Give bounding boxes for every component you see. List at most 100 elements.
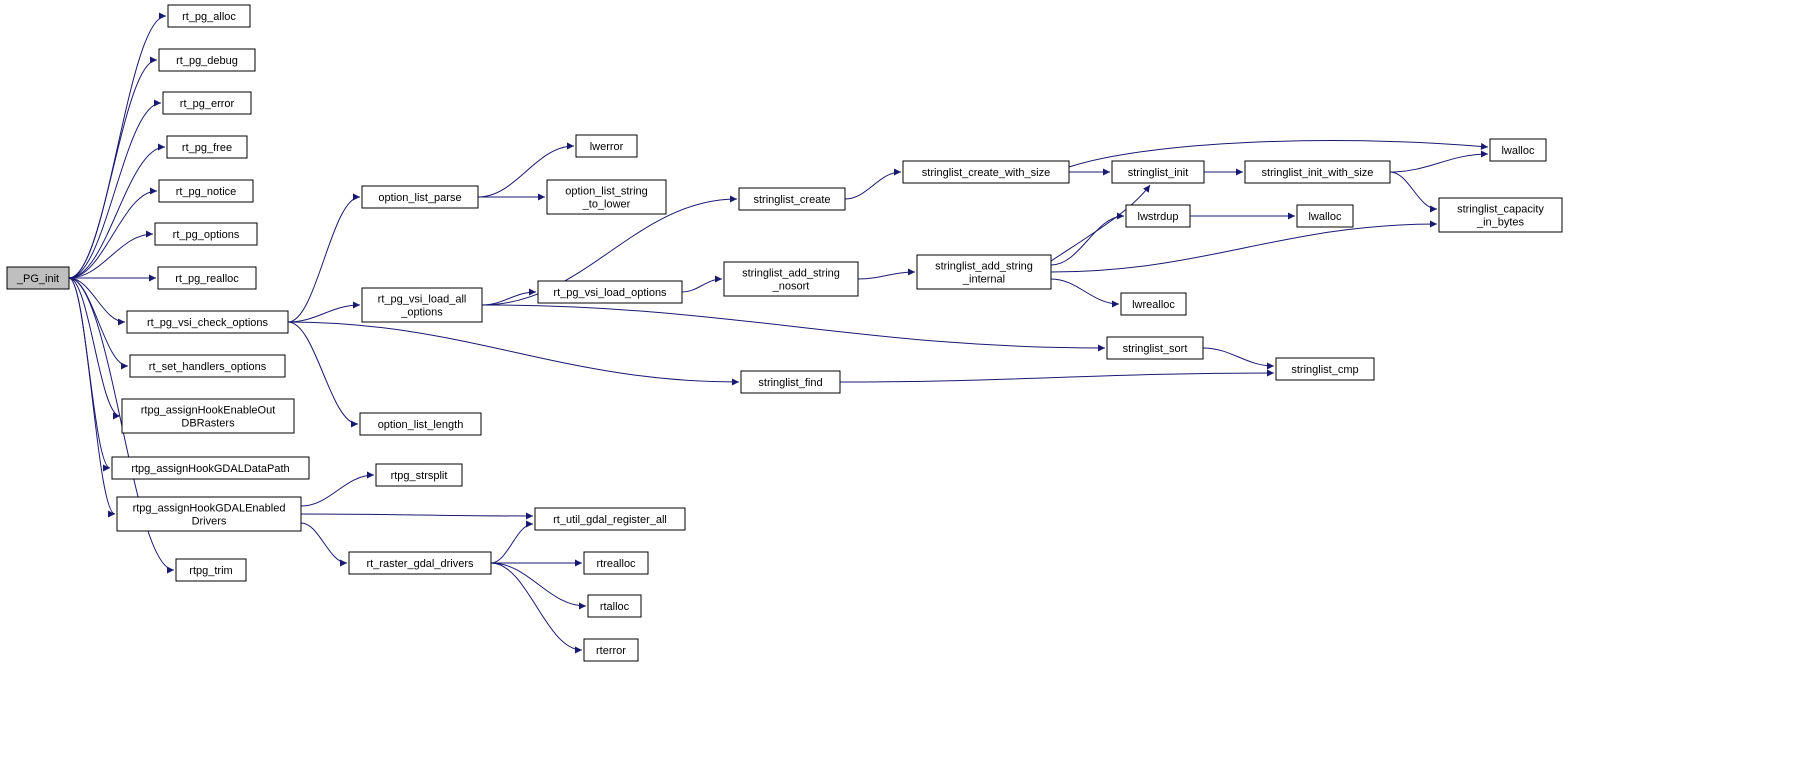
node-box-stringlist_add_string_internal[interactable] <box>916 254 1052 290</box>
node-stringlist_init[interactable]: stringlist_init <box>1111 160 1205 184</box>
node-box-rt_pg_realloc[interactable] <box>157 266 257 290</box>
node-box-stringlist_sort[interactable] <box>1106 336 1204 360</box>
node-stringlist_create[interactable]: stringlist_create <box>738 187 846 211</box>
node-box-rtpg_strsplit[interactable] <box>375 463 463 487</box>
node-lwerror[interactable]: lwerror <box>575 134 638 158</box>
edge-_PG_init-to-rt_pg_error <box>68 99 162 279</box>
node-lwstrdup[interactable]: lwstrdup <box>1125 204 1191 228</box>
node-_PG_init[interactable]: _PG_init <box>6 266 70 290</box>
node-box-rt_pg_free[interactable] <box>166 135 248 159</box>
node-rt_pg_vsi_load_all_options[interactable]: rt_pg_vsi_load_all_options <box>361 287 483 323</box>
node-label-_PG_init: _PG_init <box>16 273 59 285</box>
node-box-lwstrdup[interactable] <box>1125 204 1191 228</box>
node-box-lwrealloc[interactable] <box>1120 292 1187 316</box>
edge-_PG_init-to-rt_pg_debug <box>68 56 158 279</box>
node-lwalloc_top[interactable]: lwalloc <box>1489 138 1547 162</box>
node-box-option_list_parse[interactable] <box>361 185 479 209</box>
node-option_list_length[interactable]: option_list_length <box>359 412 482 436</box>
node-box-rt_raster_gdal_drivers[interactable] <box>348 551 492 575</box>
edge-stringlist_create-to-stringlist_create_with_size <box>844 168 902 200</box>
node-rt_raster_gdal_drivers[interactable]: rt_raster_gdal_drivers <box>348 551 492 575</box>
node-rt_pg_vsi_check_options[interactable]: rt_pg_vsi_check_options <box>126 310 289 334</box>
node-box-stringlist_create[interactable] <box>738 187 846 211</box>
node-rt_pg_alloc[interactable]: rt_pg_alloc <box>167 4 251 28</box>
node-stringlist_find[interactable]: stringlist_find <box>740 370 841 394</box>
node-rtpg_trim[interactable]: rtpg_trim <box>175 558 247 582</box>
node-box-stringlist_find[interactable] <box>740 370 841 394</box>
node-option_list_string_to_lower[interactable]: option_list_string_to_lower <box>546 179 667 215</box>
node-box-rt_pg_alloc[interactable] <box>167 4 251 28</box>
node-stringlist_sort[interactable]: stringlist_sort <box>1106 336 1204 360</box>
node-rterror[interactable]: rterror <box>583 638 639 662</box>
node-box-rtpg_assignHookGDALDataPath[interactable] <box>111 456 310 480</box>
node-box-stringlist_init_with_size[interactable] <box>1244 160 1391 184</box>
node-box-rt_pg_error[interactable] <box>162 91 252 115</box>
node-label-rt_pg_alloc: rt_pg_alloc <box>182 11 236 23</box>
node-option_list_parse[interactable]: option_list_parse <box>361 185 479 209</box>
node-box-lwerror[interactable] <box>575 134 638 158</box>
node-box-rterror[interactable] <box>583 638 639 662</box>
edge-_PG_init-to-rt_pg_options <box>68 230 154 279</box>
node-rt_util_gdal_register_all[interactable]: rt_util_gdal_register_all <box>534 507 686 531</box>
node-stringlist_add_string_nosort[interactable]: stringlist_add_string_nosort <box>723 261 859 297</box>
node-rt_pg_free[interactable]: rt_pg_free <box>166 135 248 159</box>
node-rtrealloc[interactable]: rtrealloc <box>583 551 649 575</box>
node-box-stringlist_capacity_in_bytes[interactable] <box>1438 197 1563 233</box>
node-box-stringlist_cmp[interactable] <box>1275 357 1375 381</box>
node-box-stringlist_init[interactable] <box>1111 160 1205 184</box>
node-rt_pg_error[interactable]: rt_pg_error <box>162 91 252 115</box>
node-rt_pg_notice[interactable]: rt_pg_notice <box>158 179 254 203</box>
node-box-rt_pg_vsi_load_options[interactable] <box>537 280 683 304</box>
node-box-option_list_string_to_lower[interactable] <box>546 179 667 215</box>
node-rtpg_assignHookGDALDataPath[interactable]: rtpg_assignHookGDALDataPath <box>111 456 310 480</box>
node-label-stringlist_init_with_size: stringlist_init_with_size <box>1262 167 1374 179</box>
node-box-rtpg_trim[interactable] <box>175 558 247 582</box>
node-box-rt_pg_vsi_check_options[interactable] <box>126 310 289 334</box>
node-box-lwalloc_top[interactable] <box>1489 138 1547 162</box>
edge-_PG_init-to-rt_pg_vsi_check_options <box>68 277 126 326</box>
node-stringlist_init_with_size[interactable]: stringlist_init_with_size <box>1244 160 1391 184</box>
edge-_PG_init-to-rt_pg_notice <box>68 187 158 279</box>
node-box-rt_pg_notice[interactable] <box>158 179 254 203</box>
node-box-rt_pg_vsi_load_all_options[interactable] <box>361 287 483 323</box>
node-lwalloc_mid[interactable]: lwalloc <box>1296 204 1354 228</box>
node-box-rtpg_assignHookEnableOutDBRasters[interactable] <box>121 398 295 434</box>
node-box-rt_pg_debug[interactable] <box>158 48 256 72</box>
node-rt_set_handlers_options[interactable]: rt_set_handlers_options <box>129 354 286 378</box>
node-rt_pg_debug[interactable]: rt_pg_debug <box>158 48 256 72</box>
node-stringlist_create_with_size[interactable]: stringlist_create_with_size <box>902 160 1070 184</box>
node-rt_pg_realloc[interactable]: rt_pg_realloc <box>157 266 257 290</box>
node-stringlist_cmp[interactable]: stringlist_cmp <box>1275 357 1375 381</box>
node-box-rtpg_assignHookGDALEnabledDrivers[interactable] <box>116 496 302 532</box>
node-box-lwalloc_mid[interactable] <box>1296 204 1354 228</box>
node-box-rtalloc[interactable] <box>587 594 642 618</box>
node-rtalloc[interactable]: rtalloc <box>587 594 642 618</box>
node-box-rtrealloc[interactable] <box>583 551 649 575</box>
edge-stringlist_init_with_size-to-stringlist_capacity_in_bytes <box>1389 171 1438 213</box>
node-label-rt_set_handlers_options: rt_set_handlers_options <box>149 361 267 373</box>
node-box-stringlist_create_with_size[interactable] <box>902 160 1070 184</box>
edge-rt_pg_vsi_check_options-to-option_list_parse <box>287 193 361 323</box>
node-stringlist_capacity_in_bytes[interactable]: stringlist_capacity_in_bytes <box>1438 197 1563 233</box>
node-box-rt_pg_options[interactable] <box>154 222 258 246</box>
node-label-lwalloc_top: lwalloc <box>1501 145 1535 157</box>
node-box-rt_set_handlers_options[interactable] <box>129 354 286 378</box>
node-label-rt_pg_debug: rt_pg_debug <box>176 55 238 67</box>
node-lwrealloc[interactable]: lwrealloc <box>1120 292 1187 316</box>
node-box-option_list_length[interactable] <box>359 412 482 436</box>
node-rt_pg_vsi_load_options[interactable]: rt_pg_vsi_load_options <box>537 280 683 304</box>
node-stringlist_add_string_internal[interactable]: stringlist_add_string_internal <box>916 254 1052 290</box>
node-box-stringlist_add_string_nosort[interactable] <box>723 261 859 297</box>
node-rtpg_strsplit[interactable]: rtpg_strsplit <box>375 463 463 487</box>
edge-stringlist_add_string_internal-to-lwrealloc <box>1050 278 1120 308</box>
node-box-rt_util_gdal_register_all[interactable] <box>534 507 686 531</box>
node-label-rt_pg_free: rt_pg_free <box>182 142 232 154</box>
edge-_PG_init-to-rt_set_handlers_options <box>68 277 129 370</box>
node-box-_PG_init[interactable] <box>6 266 70 290</box>
node-rt_pg_options[interactable]: rt_pg_options <box>154 222 258 246</box>
edge-rtpg_assignHookGDALEnabledDrivers-to-rtpg_strsplit <box>300 471 375 507</box>
edge-stringlist_find-to-stringlist_cmp <box>839 369 1275 383</box>
